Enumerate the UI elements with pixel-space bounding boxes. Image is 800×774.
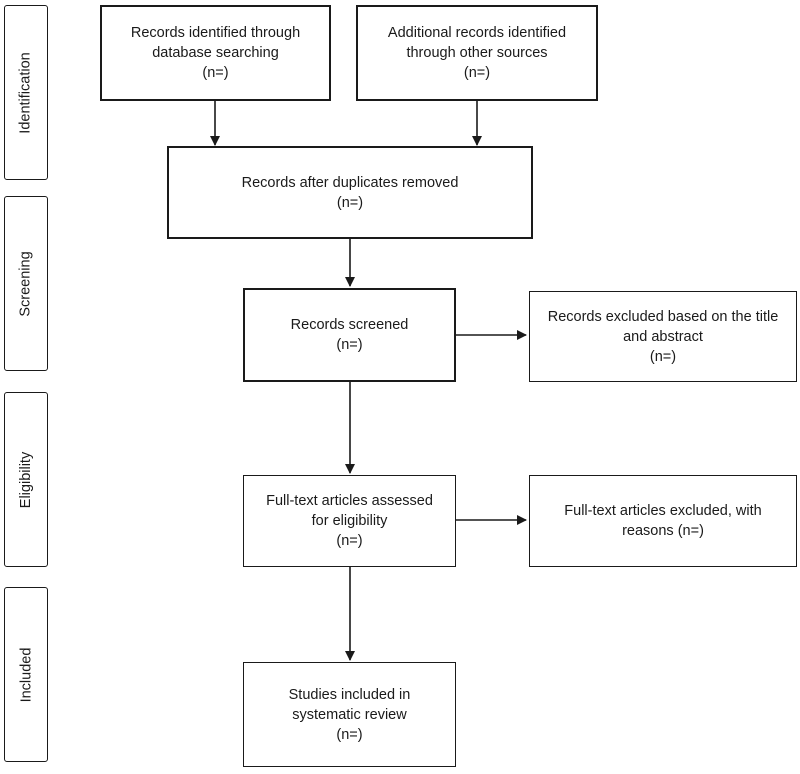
stage-label-eligibility-text: Eligibility bbox=[18, 451, 35, 508]
box-other-sources-line1: Additional records identified bbox=[387, 25, 567, 41]
box-studies-included: Studies included in systematic review (n… bbox=[243, 662, 456, 767]
box-other-sources: Additional records identified through ot… bbox=[356, 5, 598, 101]
box-records-screened-count: (n=) bbox=[336, 337, 363, 353]
box-database-search-line1: Records identified through bbox=[130, 25, 301, 41]
box-studies-included-line1: Studies included in bbox=[288, 686, 411, 703]
box-other-sources-line2: through other sources bbox=[406, 45, 548, 61]
stage-label-screening: Screening bbox=[4, 196, 48, 371]
box-excluded-title-abstract-line1: Records excluded based on the title bbox=[547, 308, 779, 325]
box-database-search-count: (n=) bbox=[202, 65, 229, 81]
box-duplicates-removed-line1: Records after duplicates removed bbox=[241, 174, 459, 191]
stage-label-screening-text: Screening bbox=[18, 250, 35, 317]
stage-label-eligibility: Eligibility bbox=[4, 392, 48, 567]
box-duplicates-removed: Records after duplicates removed (n=) bbox=[167, 146, 533, 239]
box-database-search: Records identified through database sear… bbox=[100, 5, 331, 101]
box-fulltext-excluded: Full-text articles excluded, with reason… bbox=[529, 475, 797, 567]
box-fulltext-excluded-line1: Full-text articles excluded, with bbox=[564, 503, 762, 519]
box-fulltext-excluded-line2: reasons (n=) bbox=[622, 523, 704, 539]
stage-label-included: Included bbox=[4, 587, 48, 762]
box-excluded-title-abstract: Records excluded based on the title and … bbox=[529, 291, 797, 382]
stage-label-included-text: Included bbox=[18, 647, 35, 702]
box-studies-included-line2: systematic review bbox=[292, 706, 407, 723]
box-studies-included-count: (n=) bbox=[336, 726, 363, 743]
box-excluded-title-abstract-count: (n=) bbox=[649, 348, 677, 365]
box-database-search-line2: database searching bbox=[152, 45, 279, 61]
box-fulltext-assessed: Full-text articles assessed for eligibil… bbox=[243, 475, 456, 567]
box-fulltext-assessed-line1: Full-text articles assessed bbox=[266, 493, 433, 509]
box-duplicates-removed-count: (n=) bbox=[336, 194, 364, 211]
stage-label-identification: Identification bbox=[4, 5, 48, 180]
box-records-screened: Records screened (n=) bbox=[243, 288, 456, 382]
box-fulltext-assessed-line2: for eligibility bbox=[311, 513, 388, 529]
box-records-screened-line1: Records screened bbox=[290, 317, 409, 333]
box-other-sources-count: (n=) bbox=[463, 65, 491, 81]
box-excluded-title-abstract-line2: and abstract bbox=[623, 328, 703, 345]
box-fulltext-assessed-count: (n=) bbox=[336, 533, 363, 549]
stage-label-identification-text: Identification bbox=[18, 51, 35, 134]
